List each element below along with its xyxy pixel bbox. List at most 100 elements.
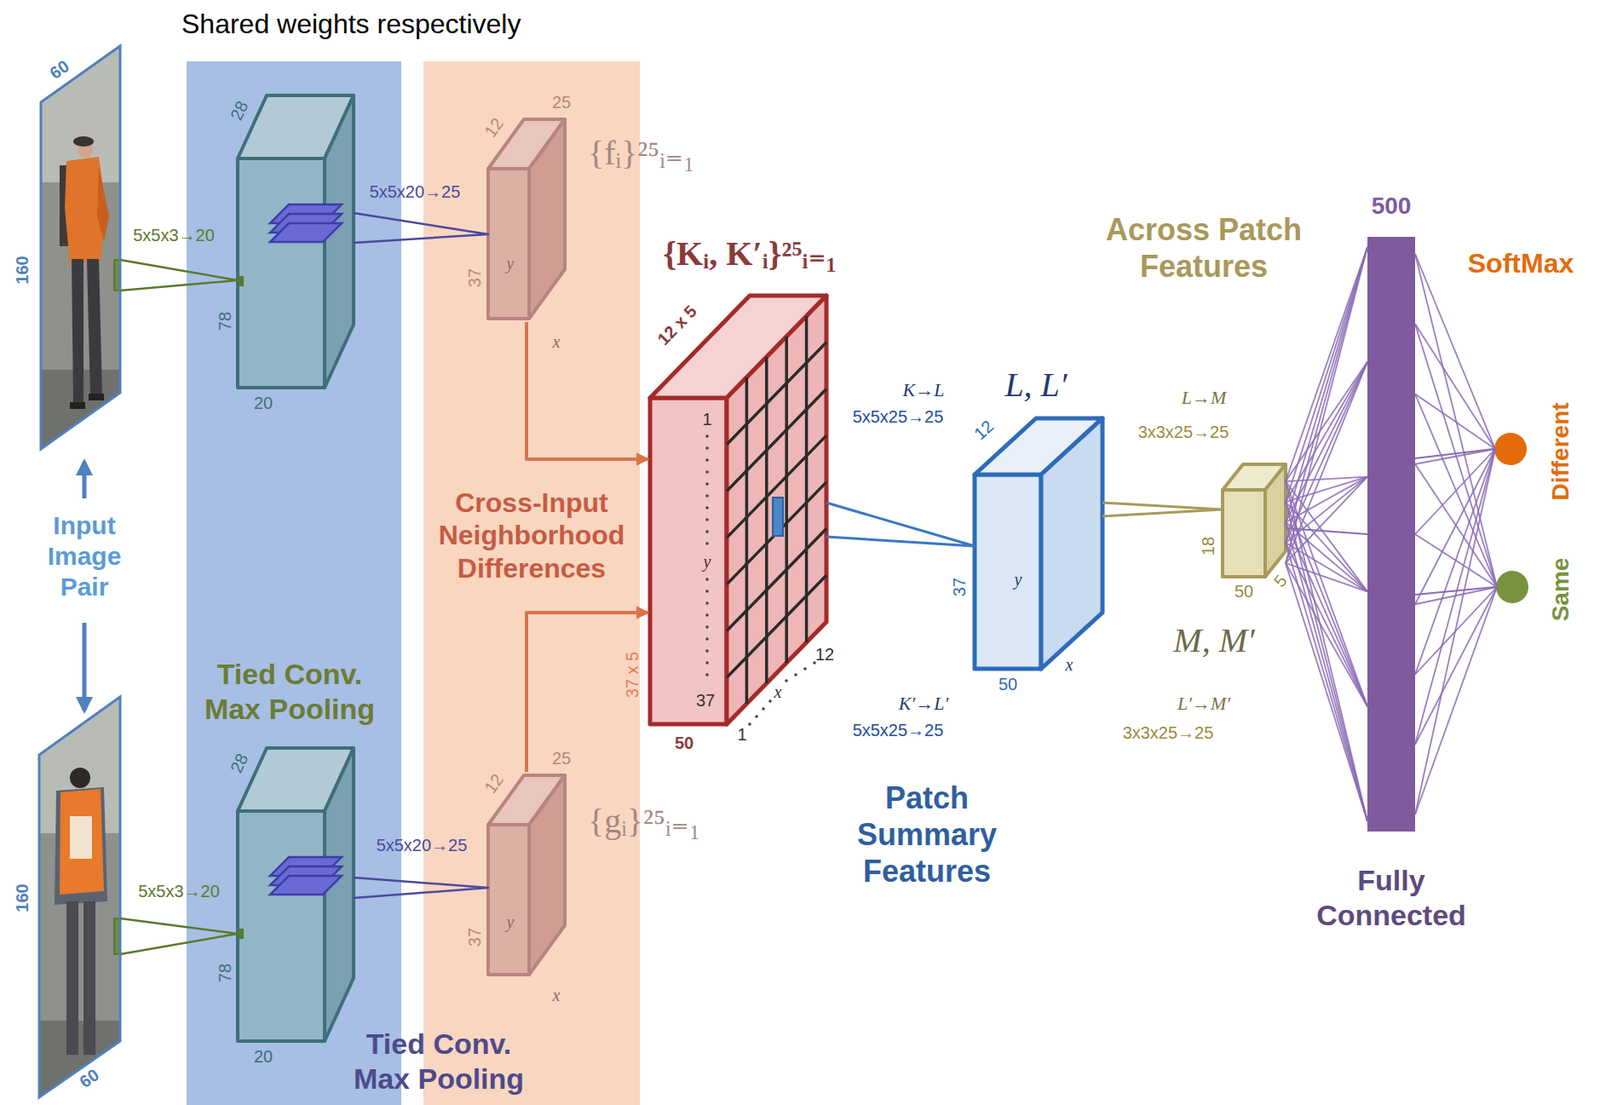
box-side <box>529 119 565 319</box>
box-front <box>488 824 530 975</box>
dimension-label: 37 <box>696 690 715 711</box>
operation-label: K→L <box>903 379 945 401</box>
box-front <box>974 474 1042 669</box>
kernel-size: 3x3x25→25 <box>1138 422 1230 443</box>
fc-layer: 500Fully Connected <box>1367 236 1416 832</box>
dimension-label: y <box>1014 569 1023 590</box>
set-label: {fᵢ}²⁵ᵢ₌₁ <box>587 133 696 173</box>
box-side <box>324 95 354 388</box>
filter-slab <box>270 857 342 895</box>
photo <box>39 696 121 1105</box>
filter-slab <box>270 204 342 242</box>
fully-connected-lines <box>1285 247 1497 822</box>
dimension-label: 12 <box>970 416 998 444</box>
set-label: {gᵢ}²⁵ᵢ₌₁ <box>587 801 701 841</box>
layer-caption: Tied Conv. Max Pooling <box>191 656 388 727</box>
dimension-label: 160 <box>12 255 33 284</box>
connector <box>1415 587 1496 595</box>
node-shape <box>1493 431 1528 467</box>
dimension-label: 12 <box>815 644 835 665</box>
layer-band: {fᵢ}²⁵ᵢ₌₁251237yx{gᵢ}²⁵ᵢ₌₁251237yxCross-… <box>423 61 640 1105</box>
node-shape <box>40 46 121 449</box>
node-shape <box>1367 236 1416 832</box>
dimension-label: 20 <box>253 393 273 414</box>
dimension-label: 37 <box>949 577 970 597</box>
dimension-label: x <box>552 332 561 352</box>
feature-map: 287820 <box>237 748 354 1042</box>
photo <box>40 46 121 455</box>
dimension-label: 20 <box>253 1047 273 1067</box>
connector <box>353 877 489 898</box>
box-front <box>650 397 727 725</box>
set-label: L, L′ <box>1004 365 1067 405</box>
feature-map: 18505 <box>1222 464 1286 577</box>
kernel-size: 5x5x3→20 <box>138 881 220 902</box>
input-arrow <box>82 461 87 499</box>
box-side <box>1041 418 1103 669</box>
dimension-label: 37 <box>465 927 485 947</box>
box-front <box>488 168 530 319</box>
output-node: Different <box>1493 431 1528 467</box>
input-image: 60160 <box>40 46 121 449</box>
operation-label: L′→M′ <box>1177 692 1231 714</box>
node-shape <box>1495 569 1530 605</box>
layer-size: 500 <box>1371 192 1412 220</box>
dimension-label: 1 <box>736 725 747 745</box>
dimension-label: x <box>774 682 783 703</box>
box-side <box>324 748 354 1042</box>
input-caption: Input Image Pair <box>28 510 140 603</box>
connector <box>1415 448 1494 459</box>
node-shape <box>39 696 121 1098</box>
dimension-label: 50 <box>998 674 1018 695</box>
box-front <box>1222 489 1266 577</box>
dimension-label: 50 <box>674 733 694 754</box>
box-side <box>1265 464 1286 577</box>
dimension-label: 25 <box>552 748 571 769</box>
dimension-label: 78 <box>215 963 236 983</box>
box-front <box>237 811 325 1042</box>
image-frame <box>39 696 121 1098</box>
stage-caption: Across Patch Features <box>1080 211 1328 285</box>
box-front <box>237 158 325 388</box>
dimension-label: y <box>506 912 515 933</box>
dimension-label: 1 <box>702 409 712 430</box>
receptive-field <box>238 276 244 287</box>
dimension-label: 160 <box>12 883 33 912</box>
dimension-label: 60 <box>46 56 73 84</box>
dimension-label: 12 x 5 <box>653 301 701 350</box>
dimension-label: 28 <box>226 750 253 777</box>
node-shape <box>488 775 565 975</box>
dimension-label: 12 <box>480 770 508 798</box>
feature-map: L, L′1237y50x <box>974 418 1103 669</box>
dimension-label: x <box>1065 655 1074 675</box>
feature-map: 287820 <box>237 95 354 388</box>
difference-map: {Kᵢ, K′ᵢ}²⁵ᵢ₌₁12 x 51y3737 x 5501x12 <box>650 295 827 725</box>
box-side <box>529 775 565 975</box>
set-label: M, M′ <box>1173 621 1255 661</box>
set-label: {Kᵢ, K′ᵢ}²⁵ᵢ₌₁ <box>662 234 836 274</box>
connector <box>120 259 238 291</box>
node-shape <box>1222 464 1286 577</box>
dimension-label: 78 <box>215 311 236 331</box>
dimension-label: y <box>703 552 712 572</box>
connector <box>353 212 489 243</box>
operation-label: K′→L′ <box>898 692 950 714</box>
box-side <box>726 295 827 725</box>
operation-label: L→M <box>1181 386 1227 409</box>
node-shape <box>237 95 354 388</box>
patch-grid <box>726 316 827 704</box>
dimension-label: 37 <box>465 268 485 288</box>
stage-caption: SoftMax <box>1467 247 1574 280</box>
input-image: 16060 <box>39 696 121 1098</box>
connector <box>526 322 649 460</box>
dimension-label: 18 <box>1198 536 1219 556</box>
receptive-field <box>238 928 244 939</box>
dimension-label: 37 x 5 <box>622 651 643 698</box>
kernel-size: 5x5x3→20 <box>132 225 215 246</box>
feature-map: {fᵢ}²⁵ᵢ₌₁251237yx <box>488 119 565 319</box>
node-shape <box>650 295 827 725</box>
